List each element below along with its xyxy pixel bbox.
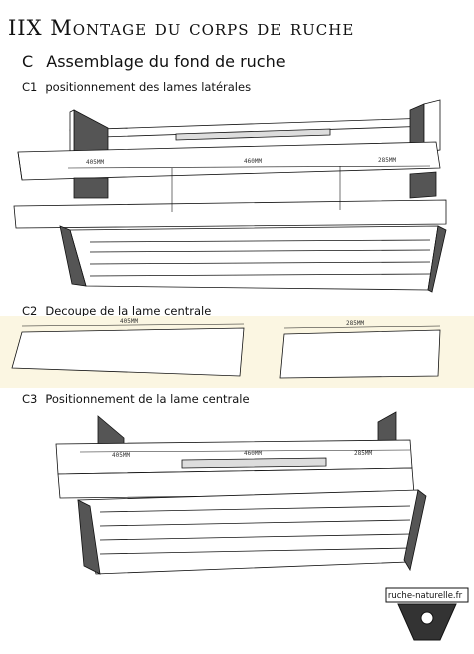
c1-frame-line	[89, 249, 431, 253]
step-label: Positionnement de la lame centrale	[45, 392, 250, 406]
step-c1-title: C1 positionnement des lames latérales	[22, 80, 251, 94]
logo-emblem	[385, 587, 469, 641]
c3-frame-body	[77, 489, 419, 575]
section-title: C Assemblage du fond de ruche	[22, 52, 286, 71]
step-label: Decoupe de la lame centrale	[45, 304, 212, 318]
c2-diagram	[11, 323, 441, 379]
c3-frame-line	[99, 533, 411, 541]
c1-frame-body	[69, 225, 439, 291]
c1-back-gap	[175, 128, 331, 141]
c2-dim-405: 405MM	[120, 318, 138, 325]
c3-central-slot	[181, 457, 327, 469]
c3-frame-line	[99, 505, 411, 513]
c2-dim-285: 285MM	[346, 320, 364, 327]
c3-right-side-dark	[403, 489, 427, 572]
c1-dim-285: 285MM	[378, 157, 396, 164]
c2-dim-line	[21, 323, 245, 327]
step-label: positionnement des lames latérales	[45, 80, 252, 94]
step-code: C3	[22, 392, 38, 406]
c3-frame-line	[99, 547, 411, 555]
c1-left-side-dark	[59, 225, 87, 287]
section-code: C	[22, 52, 34, 71]
c2-slat-285	[279, 329, 441, 379]
c2-slat-405	[11, 327, 245, 377]
bee-icon	[420, 611, 434, 625]
c1-right-end-lower	[409, 171, 437, 199]
section-label: Assemblage du fond de ruche	[46, 52, 286, 71]
c1-top-slat-edge	[17, 151, 23, 181]
c2-dim-line	[283, 325, 441, 329]
c1-lower-slat	[13, 199, 447, 229]
c1-frame-line	[89, 261, 431, 265]
c3-diagram	[55, 411, 427, 575]
c1-frame-line	[89, 239, 431, 243]
step-code: C2	[22, 304, 38, 318]
c3-dim-405: 405MM	[112, 452, 130, 459]
c1-frame-line	[89, 273, 431, 277]
c1-diagram	[13, 99, 447, 293]
logo-banner	[385, 587, 469, 603]
step-c3-title: C3 Positionnement de la lame centrale	[22, 392, 250, 406]
logo-text: ruche-naturelle.fr	[387, 591, 463, 601]
c3-dim-460: 460MM	[244, 450, 262, 457]
c1-dim-line	[67, 165, 431, 169]
c1-right-side-dark	[427, 225, 447, 293]
c1-left-end-lower	[73, 177, 109, 199]
step-code: C1	[22, 80, 38, 94]
c3-dim-285: 285MM	[354, 450, 372, 457]
c3-left-side-dark	[77, 499, 101, 575]
page-title: IIX Montage du corps de ruche	[8, 16, 355, 40]
step-c2-title: C2 Decoupe de la lame centrale	[22, 304, 211, 318]
c1-dim-460: 460MM	[244, 158, 262, 165]
c1-right-end-edge	[423, 99, 441, 153]
c3-dim-line	[79, 449, 411, 453]
c3-frame-line	[99, 519, 411, 527]
c1-dim-405: 405MM	[86, 159, 104, 166]
